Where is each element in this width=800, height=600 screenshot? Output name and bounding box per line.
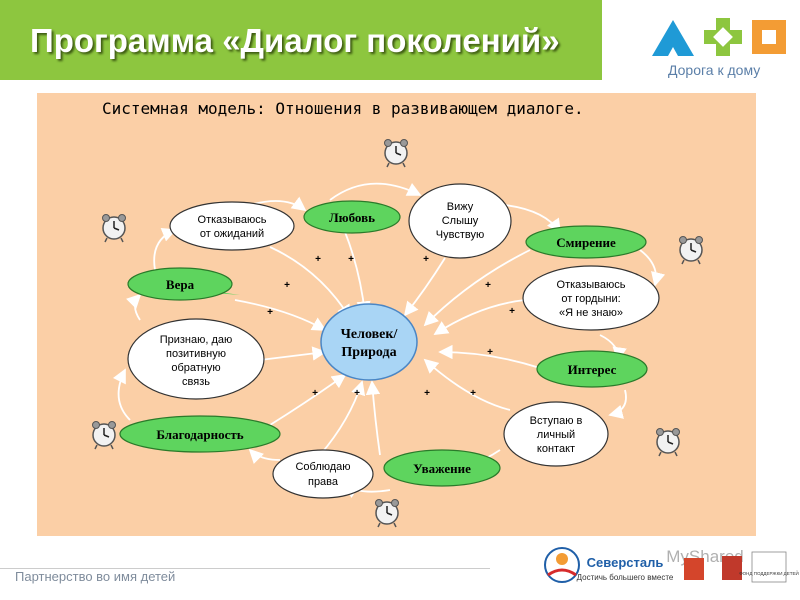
coat-of-arms-icon	[684, 558, 704, 580]
alarm-clock-icon	[655, 427, 681, 457]
svg-text:Отказываюсь: Отказываюсь	[557, 279, 626, 291]
value-node-gratitude: Благодарность	[119, 415, 281, 453]
svg-text:Соблюдаю: Соблюдаю	[295, 461, 350, 473]
value-node-respect: Уважение	[383, 449, 501, 487]
arrow-humility-pride	[639, 249, 666, 287]
arrow-expectations-center	[269, 246, 351, 320]
svg-text:+: +	[509, 306, 515, 317]
partner-emblem-icon	[544, 547, 580, 583]
arrow-rights-center	[319, 380, 366, 456]
diagram-heading: Системная модель: Отношения в развивающе…	[102, 99, 584, 118]
svg-text:+: +	[267, 307, 273, 318]
arrow-humility-center	[423, 249, 531, 327]
action-node-renounce-expectations: Отказываюсь от ожиданий	[169, 201, 295, 251]
svg-text:+: +	[315, 254, 321, 265]
svg-text:«Я не знаю»: «Я не знаю»	[559, 307, 623, 319]
arrow-feedback-faith	[126, 293, 142, 321]
arrow-gratitude-center	[269, 373, 347, 426]
svg-text:+: +	[354, 388, 360, 399]
arrow-love-see	[329, 182, 422, 201]
footer-text: Партнерство во имя детей	[15, 569, 176, 584]
svg-text:Вижу: Вижу	[447, 201, 474, 213]
svg-text:Смирение: Смирение	[556, 235, 616, 250]
svg-text:Интерес: Интерес	[568, 362, 617, 377]
arrow-see-humility	[504, 204, 562, 234]
alarm-clock-icon	[91, 420, 117, 450]
fund-logo-icon	[751, 551, 787, 583]
severstal-logo: Северсталь	[587, 555, 664, 570]
svg-text:+: +	[348, 254, 354, 265]
arrow-see-center	[403, 257, 446, 317]
fund-logo: ФОНД ПОДДЕРЖКИ ДЕТЕЙ	[739, 569, 798, 576]
action-node-contact: Вступаю в личный контакт	[503, 401, 609, 467]
svg-text:+: +	[312, 388, 318, 399]
svg-text:Природа: Природа	[341, 345, 396, 360]
partner-logos: Северсталь Достичь большего вместе MySha…	[544, 547, 799, 583]
alarm-clock-icon	[374, 498, 400, 528]
svg-text:+: +	[487, 347, 493, 358]
arrow-interest-contact	[608, 389, 627, 419]
svg-text:Признаю, даю: Признаю, даю	[160, 334, 233, 346]
arrow-contact-center	[423, 358, 511, 411]
svg-text:+: +	[470, 388, 476, 399]
value-node-faith: Вера	[127, 267, 240, 301]
arrow-feedback-center	[259, 346, 327, 361]
action-node-see-hear-feel: Вижу Слышу Чувствую	[408, 183, 512, 259]
coat-of-arms-icon	[722, 556, 742, 580]
svg-text:Человек/: Человек/	[341, 327, 399, 342]
center-node: Человек/ Природа	[320, 303, 418, 381]
alarm-clock-icon	[101, 213, 127, 243]
arrow-gratitude-feedback	[112, 368, 131, 421]
svg-text:Благодарность: Благодарность	[156, 427, 243, 442]
svg-text:Чувствую: Чувствую	[436, 229, 484, 241]
svg-text:+: +	[424, 388, 430, 399]
road-home-logo	[652, 18, 786, 56]
svg-text:+: +	[423, 254, 429, 265]
severstal-tagline: Достичь большего вместе	[577, 573, 674, 582]
arrow-love-center	[344, 231, 371, 316]
title-bar	[0, 0, 602, 80]
value-node-humility: Смирение	[525, 225, 647, 259]
alarm-clock-icon	[383, 138, 409, 168]
svg-text:права: права	[308, 476, 339, 488]
svg-text:Вступаю в: Вступаю в	[530, 415, 583, 427]
alarm-clock-icon	[678, 235, 704, 265]
arrow-pride-center	[433, 299, 526, 335]
action-node-feedback: Признаю, даю позитивную обратную связь	[127, 318, 265, 400]
arrow-faith-center	[234, 299, 327, 331]
svg-text:связь: связь	[182, 376, 210, 388]
svg-text:+: +	[485, 280, 491, 291]
value-node-love: Любовь	[303, 200, 401, 234]
svg-text:контакт: контакт	[537, 443, 575, 455]
svg-text:от гордыни:: от гордыни:	[561, 293, 620, 305]
svg-text:+: +	[284, 280, 290, 291]
action-node-rights: Соблюдаю права	[272, 449, 374, 499]
svg-text:Уважение: Уважение	[413, 461, 471, 476]
svg-text:личный: личный	[537, 429, 575, 441]
svg-text:Отказываюсь: Отказываюсь	[198, 214, 267, 226]
arrow-respect-center	[365, 380, 381, 456]
svg-text:Слышу: Слышу	[442, 215, 479, 227]
svg-text:Любовь: Любовь	[329, 210, 375, 225]
plus-signs: + + + + + + + + + + + +	[267, 254, 515, 399]
footer-divider	[0, 568, 490, 569]
svg-text:обратную: обратную	[171, 362, 220, 374]
svg-text:Вера: Вера	[166, 277, 195, 292]
svg-text:от ожиданий: от ожиданий	[200, 228, 264, 240]
action-node-renounce-pride: Отказываюсь от гордыни: «Я не знаю»	[522, 265, 660, 331]
value-node-interest: Интерес	[536, 350, 648, 388]
svg-text:позитивную: позитивную	[166, 348, 226, 360]
slide-title: Программа «Диалог поколений»	[30, 22, 560, 59]
arrow-interest-center	[438, 344, 541, 369]
logo-caption: Дорога к дому	[668, 62, 761, 78]
arrow-rights-gratitude	[248, 448, 281, 464]
logo-triangle-icon	[652, 20, 694, 56]
arrow-faith-expectations	[153, 228, 177, 271]
